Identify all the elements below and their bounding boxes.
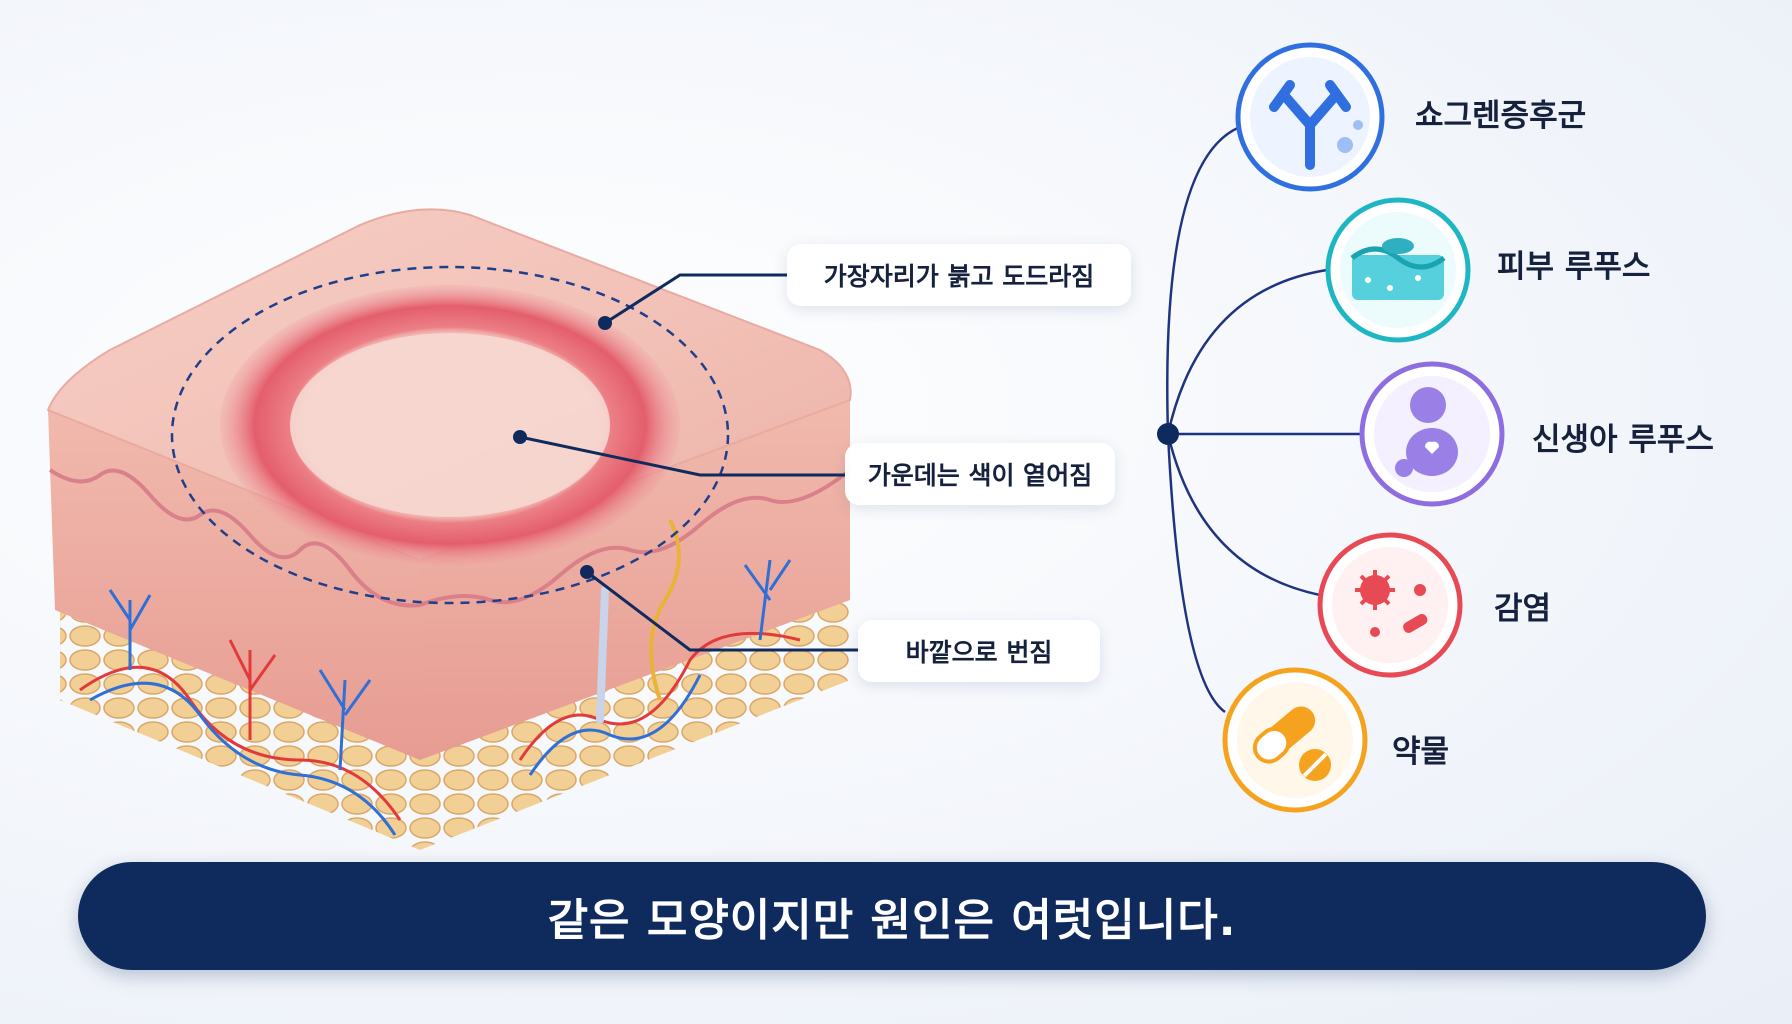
cause-label-neonatal-lupus: 신생아 루푸스 [1532,422,1714,458]
skin-layer-icon [1350,238,1446,300]
callout-spread: 바깥으로 번짐 [858,620,1100,682]
leader-edge [604,273,790,325]
cause-icon-antibody [1235,42,1385,192]
leader-center [519,435,845,477]
epidermis-line-left [48,468,421,608]
blood-vessels [79,559,801,836]
cause-connectors [1166,125,1362,714]
dot-edge [598,316,612,330]
callout-leaders [519,273,860,652]
nerve-fiber [649,519,681,701]
dot-spread [580,565,594,579]
dermis-right-face [420,400,850,760]
connector-hub [1157,423,1179,445]
cause-icon-virus [1317,532,1463,678]
callout-spread-text: 바깥으로 번짐 [905,638,1053,667]
cause-icon-pill [1222,667,1368,813]
callout-center-text: 가운데는 색이 옅어짐 [867,461,1093,490]
cause-label-drug: 약물 [1392,734,1450,770]
callout-edge-text: 가장자리가 붉고 도드라짐 [823,262,1095,291]
hair-follicle [596,586,609,724]
rash-center [290,333,610,517]
cause-icon-baby [1359,361,1505,507]
baby-icon [1395,387,1458,477]
cause-icon-skin [1325,197,1471,343]
antibody-icon [1269,80,1351,170]
summary-banner-text: 같은 모양이지만 원인은 여럿입니다. [547,895,1237,946]
summary-banner: 같은 모양이지만 원인은 여럿입니다. [78,862,1706,970]
leader-spread [586,570,860,652]
dermis-left-face [48,410,420,760]
epidermis-line-right [419,468,852,607]
spread-boundary [170,265,730,605]
cause-label-infection: 감염 [1494,591,1552,627]
callout-edge: 가장자리가 붉고 도드라짐 [787,244,1131,306]
dot-center [513,430,527,444]
callout-center: 가운데는 색이 옅어짐 [845,443,1115,505]
skin-block-illustration [46,208,852,850]
pill-icon [1252,706,1331,781]
virus-icon [1355,570,1428,637]
cause-label-cutaneous-lupus: 피부 루푸스 [1497,249,1651,285]
cause-label-sjogren: 쇼그렌증후군 [1415,98,1587,134]
